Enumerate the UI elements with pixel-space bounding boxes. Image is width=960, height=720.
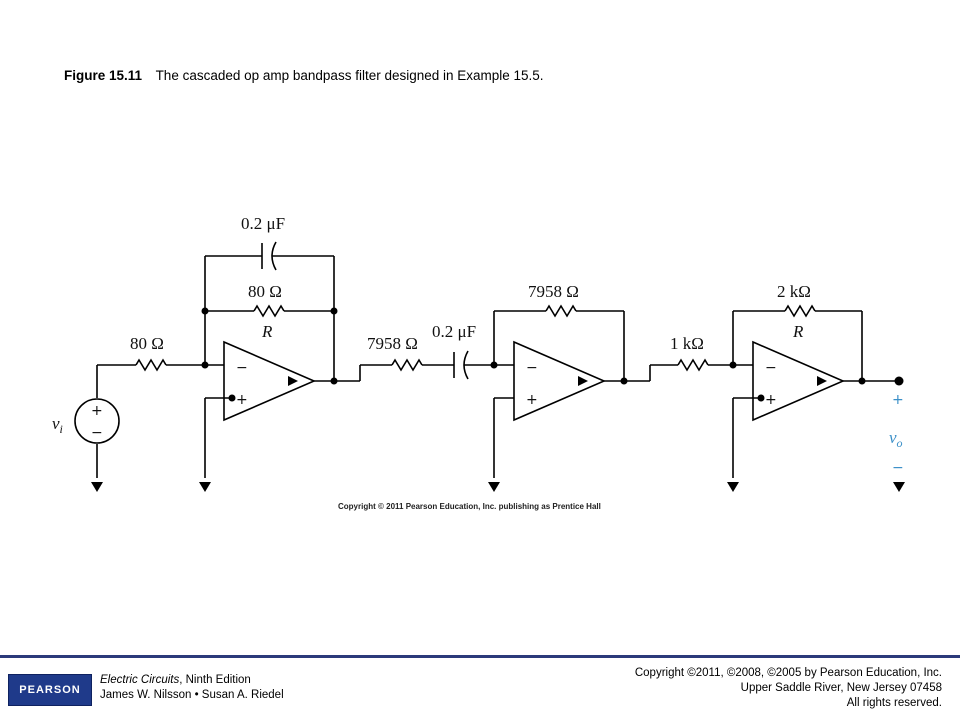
- stage1: 80 Ω 0.2 μF 80 Ω R − +: [97, 214, 338, 492]
- copyright-line-2: Upper Saddle River, New Jersey 07458: [740, 682, 942, 694]
- stage1-ground-arrow: [199, 482, 211, 492]
- stage1-feedback-resistor-name: R: [261, 322, 273, 341]
- stage3-input-resistor: [677, 358, 709, 372]
- stage3-feedback-resistor-name: R: [792, 322, 804, 341]
- stage2-ground-arrow: [488, 482, 500, 492]
- stage1-feedback-resistor: [253, 304, 285, 318]
- copyright-line-3: All rights reserved.: [846, 697, 942, 709]
- output-terminal-top: [894, 376, 904, 386]
- stage2: 7958 Ω 0.2 μF 7958 Ω − +: [334, 282, 628, 492]
- book-authors: James W. Nilsson • Susan A. Riedel: [100, 689, 284, 701]
- stage1-feedback-resistor-label: 80 Ω: [248, 282, 282, 301]
- publisher-copyright: Copyright ©2011, ©2008, ©2005 by Pearson…: [635, 666, 942, 711]
- schematic-copyright: Copyright © 2011 Pearson Education, Inc.…: [338, 502, 601, 511]
- source-plus: +: [91, 403, 103, 419]
- output-terminals: + vo −: [889, 376, 905, 492]
- copyright-line-1: Copyright ©2011, ©2008, ©2005 by Pearson…: [634, 667, 942, 679]
- figure-caption-text: The cascaded op amp bandpass filter desi…: [155, 68, 544, 83]
- stage2-input-resistor: [391, 358, 423, 372]
- stage1-input-resistor-label: 80 Ω: [130, 334, 164, 353]
- output-minus: −: [892, 460, 904, 476]
- stage1-capacitor-label: 0.2 μF: [241, 214, 285, 233]
- source-label: vi: [52, 414, 63, 436]
- footer-divider: [0, 655, 960, 658]
- source-ground-arrow: [91, 482, 103, 492]
- stage2-feedback-resistor: [545, 304, 577, 318]
- source-minus: −: [91, 425, 103, 441]
- output-label: vo: [889, 428, 903, 450]
- stage2-input-resistor-label: 7958 Ω: [367, 334, 418, 353]
- stage2-op-amp: [513, 340, 607, 422]
- stage2-capacitor-label: 0.2 μF: [432, 322, 476, 341]
- figure-number: Figure 15.11: [64, 68, 143, 83]
- stage3-feedback-resistor: [784, 304, 816, 318]
- stage1-op-amp: [223, 340, 317, 422]
- stage3-noninv-sign: +: [765, 392, 777, 408]
- stage3-inv-sign: −: [765, 360, 777, 376]
- stage3-feedback-resistor-label: 2 kΩ: [777, 282, 811, 301]
- voltage-source: + − vi: [52, 365, 120, 492]
- book-edition: , Ninth Edition: [179, 674, 251, 686]
- book-info: Electric Circuits, Ninth Edition James W…: [100, 673, 284, 703]
- book-title: Electric Circuits: [100, 674, 180, 686]
- stage2-feedback-resistor-label: 7958 Ω: [528, 282, 579, 301]
- stage2-inv-sign: −: [526, 360, 538, 376]
- stage3: 1 kΩ 2 kΩ R − +: [624, 282, 899, 492]
- stage3-ground-arrow: [727, 482, 739, 492]
- stage1-inv-sign: −: [236, 360, 248, 376]
- stage1-input-resistor: [135, 358, 167, 372]
- stage3-input-resistor-label: 1 kΩ: [670, 334, 704, 353]
- stage3-op-amp: [752, 340, 846, 422]
- pearson-logo: PEARSON: [8, 674, 92, 706]
- figure-caption: Figure 15.11 The cascaded op amp bandpas…: [64, 68, 544, 83]
- bandpass-filter-schematic: + − vi 80 Ω 0.2 μF 80 Ω R − +: [52, 214, 905, 492]
- stage1-noninv-sign: +: [236, 392, 248, 408]
- output-ground-arrow: [893, 482, 905, 492]
- stage2-noninv-sign: +: [526, 392, 538, 408]
- output-plus: +: [892, 392, 904, 408]
